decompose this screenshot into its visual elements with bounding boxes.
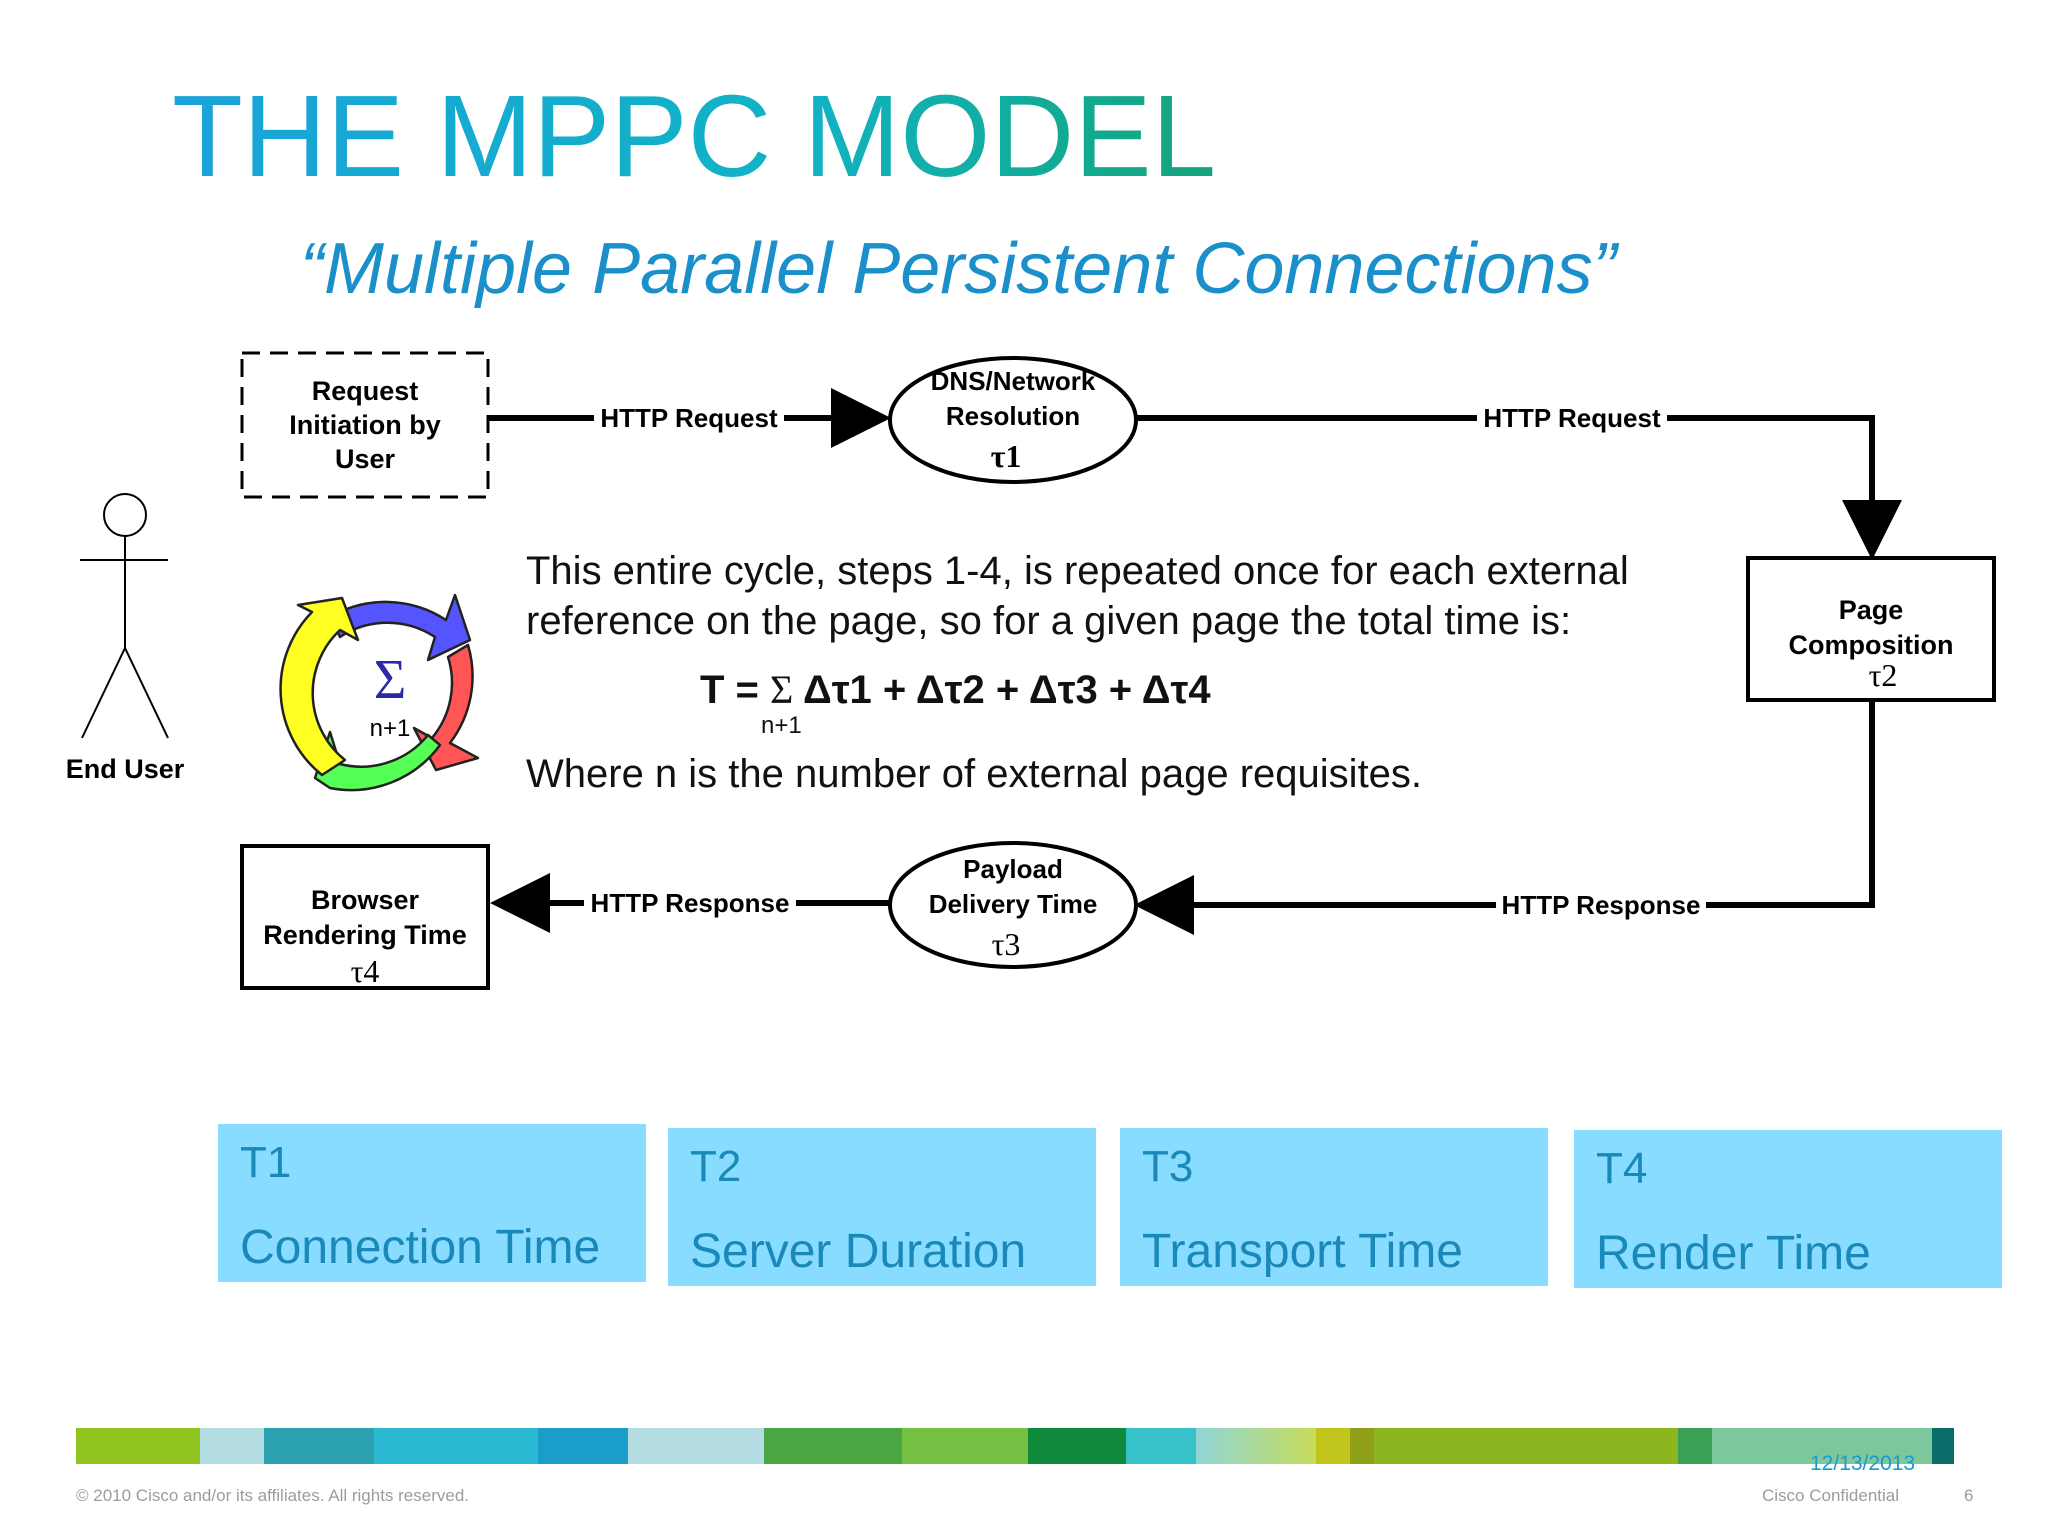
browser-line2: Rendering Time <box>263 920 467 950</box>
footer-color-bar <box>76 1428 1974 1464</box>
formula-sub: n+1 <box>761 712 802 739</box>
footer-page-number: 6 <box>1964 1486 1974 1505</box>
timing-t1-label: Connection Time <box>240 1221 601 1274</box>
arrow-label-http-request-1: HTTP Request <box>600 403 778 433</box>
payload-line1: Payload <box>963 854 1063 884</box>
arrow-label-http-response-2: HTTP Response <box>1502 890 1701 920</box>
page-composition-line2: Composition <box>1789 630 1954 660</box>
page-composition-tau: τ2 <box>1869 657 1898 693</box>
payload-line2: Delivery Time <box>929 889 1098 919</box>
cycle-arrow-yellow <box>279 596 360 777</box>
arrow-label-http-response-1: HTTP Response <box>591 888 790 918</box>
where-note: Where n is the number of external page r… <box>526 752 1423 796</box>
dns-tau: τ1 <box>991 438 1022 474</box>
timing-t2-num: T2 <box>690 1142 742 1191</box>
dns-line1: DNS/Network <box>931 366 1096 396</box>
formula-sigma: Σ <box>770 667 794 712</box>
page-composition-box: Page Composition τ2 <box>1746 556 1996 702</box>
end-user-figure <box>80 493 169 739</box>
request-initiation-box: Request Initiation by User <box>240 351 490 499</box>
request-initiation-line2: Initiation by <box>289 410 441 440</box>
browser-line1: Browser <box>311 885 420 915</box>
footer-confidential: Cisco Confidential <box>1762 1486 1900 1505</box>
browser-tau: τ4 <box>351 953 380 989</box>
formula-prefix: T = <box>700 668 771 712</box>
dns-resolution-ellipse: DNS/Network Resolution τ1 <box>888 356 1138 484</box>
end-user-head <box>103 493 147 537</box>
timing-box-t3: T3 Transport Time <box>1120 1128 1548 1286</box>
timing-t3-num: T3 <box>1142 1142 1194 1191</box>
arrow-dns-to-page-composition <box>1136 415 1902 560</box>
cycle-sub: n+1 <box>370 715 411 742</box>
cycle-arrow-blue <box>328 593 472 662</box>
timing-t2-label: Server Duration <box>690 1225 1027 1278</box>
timing-box-t4: T4 Render Time <box>1574 1130 2002 1288</box>
footer-date: 12/13/2013 <box>1810 1452 1916 1475</box>
payload-delivery-ellipse: Payload Delivery Time τ3 <box>888 841 1138 969</box>
page-composition-line1: Page <box>1839 595 1904 625</box>
total-time-formula: T = Σ Δτ1 + Δτ2 + Δτ3 + Δτ4 <box>700 666 1211 713</box>
cycle-icon <box>279 593 480 792</box>
dns-line2: Resolution <box>946 401 1080 431</box>
slide-subtitle: “Multiple Parallel Persistent Connection… <box>300 229 1617 309</box>
timing-t1-num: T1 <box>240 1138 292 1187</box>
cycle-sigma: Σ <box>374 649 407 711</box>
timing-t3-label: Transport Time <box>1142 1225 1463 1278</box>
cycle-arrow-green <box>313 730 442 792</box>
browser-rendering-box: Browser Rendering Time τ4 <box>240 844 490 990</box>
request-initiation-line1: Request <box>312 376 419 406</box>
timing-box-t1: T1 Connection Time <box>218 1124 646 1282</box>
request-initiation-line3: User <box>335 444 396 474</box>
slide-title: THE MPPC MODEL <box>172 71 1217 201</box>
timing-t4-num: T4 <box>1596 1144 1648 1193</box>
arrow-page-composition-to-payload <box>1134 700 1875 935</box>
formula-terms: Δτ1 + Δτ2 + Δτ3 + Δτ4 <box>793 668 1211 712</box>
payload-tau: τ3 <box>992 926 1021 962</box>
footer-copyright: © 2010 Cisco and/or its affiliates. All … <box>76 1486 470 1505</box>
arrow-label-http-request-2: HTTP Request <box>1483 403 1661 433</box>
timing-box-t2: T2 Server Duration <box>668 1128 1096 1286</box>
timing-t4-label: Render Time <box>1596 1227 1871 1280</box>
cycle-description: This entire cycle, steps 1-4, is repeate… <box>526 549 1629 643</box>
end-user-label: End User <box>66 754 185 784</box>
